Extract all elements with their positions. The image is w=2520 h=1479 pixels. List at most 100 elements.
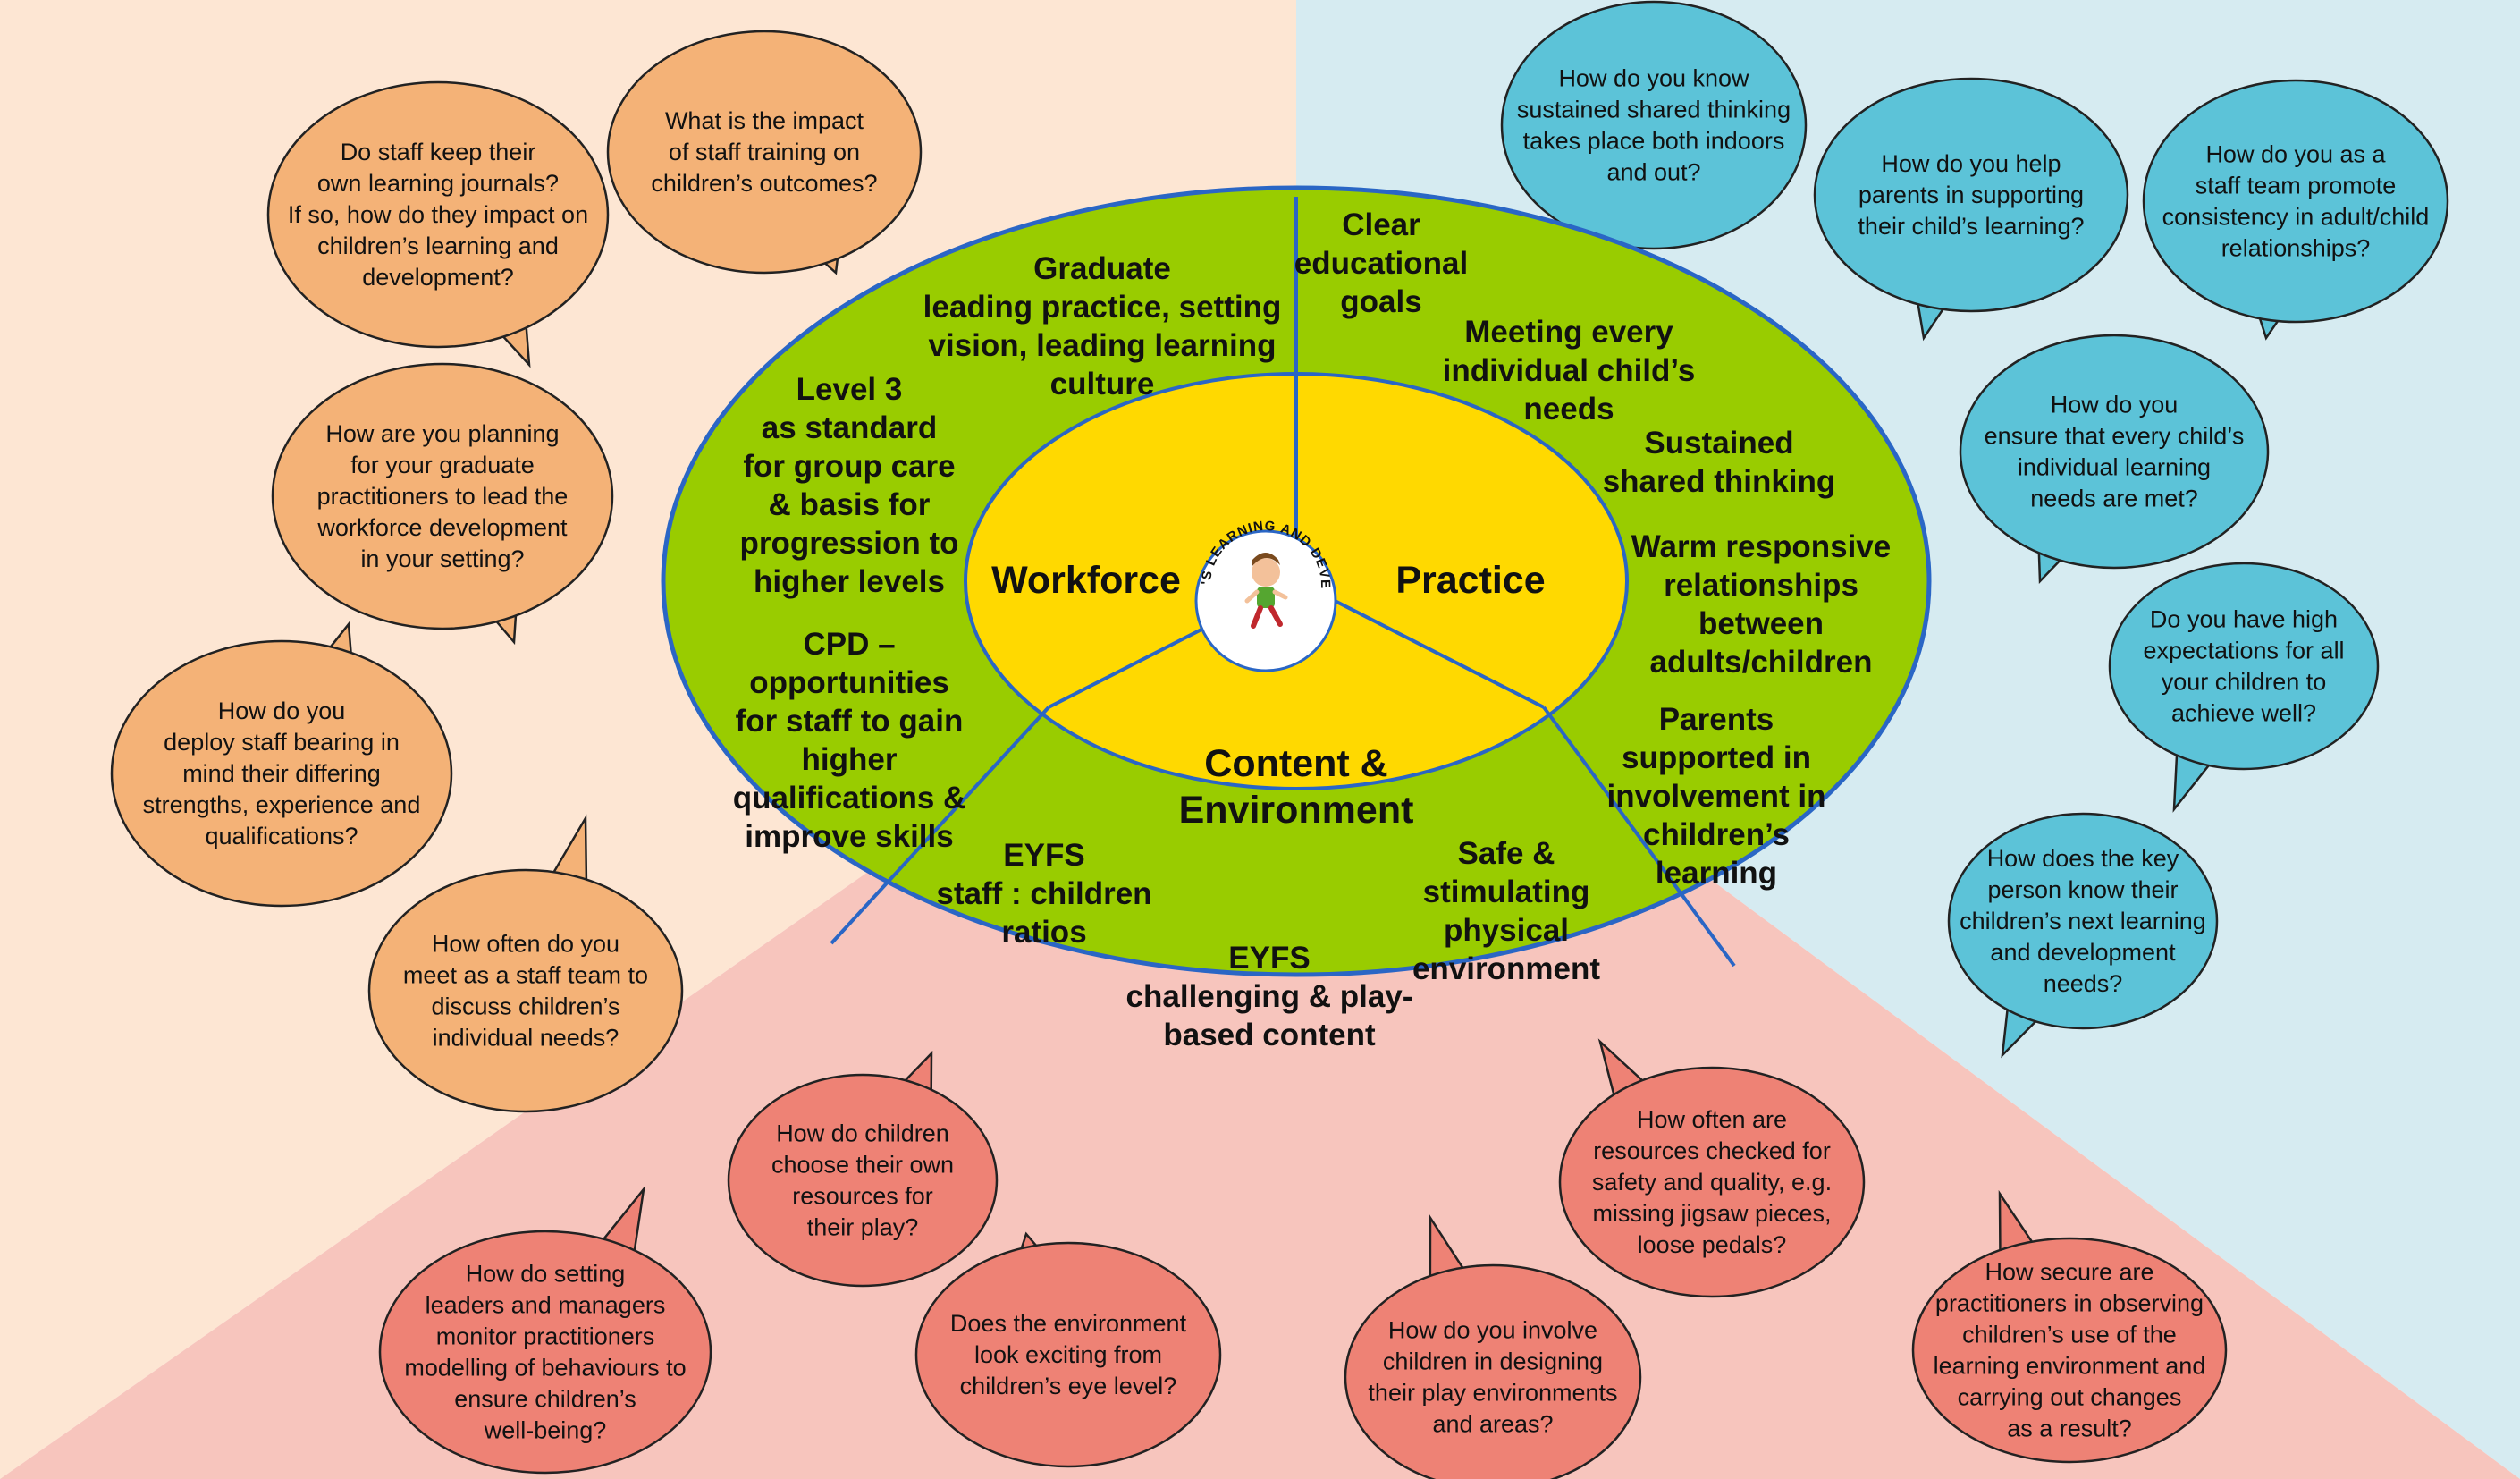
bubble-question-line: How do you: [218, 697, 346, 724]
ring-label-line: goals: [1340, 284, 1421, 319]
bubble-question-line: expectations for all: [2143, 638, 2344, 664]
ring-label-line: based content: [1163, 1018, 1376, 1052]
bubble-fill: [730, 1077, 995, 1284]
ring-label-line: EYFS: [1228, 941, 1310, 976]
hub-content-label-line2: Environment: [1179, 789, 1414, 832]
ring-label-line: as standard: [762, 410, 937, 445]
ring-label-line: physical: [1444, 913, 1569, 948]
bubble-question-line: How do you as a: [2205, 141, 2386, 168]
bubble-question-line: How do you know: [1558, 65, 1749, 92]
ring-label-line: Meeting every: [1464, 315, 1673, 350]
ring-label-line: ratios: [1001, 915, 1086, 950]
bubble-question-line: leaders and managers: [426, 1292, 666, 1319]
bubble-question-line: and out?: [1606, 159, 1700, 186]
bubble-fill: [270, 84, 606, 345]
bubble-question-line: children’s outcomes?: [651, 170, 877, 197]
ring-label-line: Sustained: [1644, 426, 1793, 461]
bubble-question-line: children’s next learning: [1960, 908, 2206, 934]
bubble-question-line: achieve well?: [2171, 700, 2316, 727]
bubble-question-line: Does the environment: [950, 1310, 1187, 1337]
hub-labels: Workforce Practice Content & Environment: [991, 559, 1546, 832]
ring-label-line: culture: [1050, 367, 1155, 401]
ring-label-line: challenging & play-: [1126, 979, 1413, 1014]
ring-label-line: supported in: [1622, 740, 1811, 775]
bubble-question-line: children’s eye level?: [960, 1373, 1177, 1399]
ring-label-line: adults/children: [1650, 645, 1873, 680]
hub-practice-label: Practice: [1395, 559, 1545, 602]
bubble-fill: [1504, 4, 1804, 247]
ring-label-line: learning: [1656, 856, 1777, 891]
bubble-question-line: children in designing: [1383, 1348, 1603, 1375]
bubble-question-line: mind their differing: [182, 760, 381, 787]
bubble-question-line: carrying out changes: [1958, 1384, 2182, 1411]
child-figure-icon: [1244, 553, 1288, 629]
bubble-question-line: well-being?: [484, 1417, 607, 1444]
bubble-question-line: What is the impact: [665, 107, 864, 134]
ring-label-line: opportunities: [749, 665, 949, 700]
bubble-question-line: How do you involve: [1388, 1317, 1597, 1344]
ring-label-line: progression to: [739, 526, 958, 561]
bubble-question-line: of staff training on: [669, 139, 860, 165]
ring-label-line: environment: [1412, 951, 1600, 986]
bubble-question-line: consistency in adult/child: [2162, 204, 2430, 231]
ring-label-line: involvement in: [1606, 779, 1825, 814]
bubble-question-line: qualifications?: [205, 823, 358, 849]
bubble-question-line: How does the key: [1987, 845, 2179, 872]
bubble-question-line: missing jigsaw pieces,: [1592, 1200, 1831, 1227]
bubble-question-line: children’s learning and: [317, 232, 559, 259]
bubble-fill: [610, 33, 919, 271]
bubble-question-line: parents in supporting: [1858, 182, 2084, 208]
bubble-question-line: practitioners in observing: [1935, 1290, 2204, 1317]
bubble-question-line: loose pedals?: [1638, 1231, 1787, 1258]
bubble-question-line: needs?: [2044, 970, 2123, 997]
bubble-question-line: How secure are: [1985, 1259, 2153, 1286]
ring-label-line: for group care: [743, 449, 955, 484]
bubble-question-line: person know their: [1987, 876, 2178, 903]
ring-label-line: Graduate: [1033, 251, 1171, 286]
ring-label-line: stimulating: [1423, 875, 1590, 909]
bubble-question-line: for your graduate: [350, 452, 535, 478]
bubble-question-line: How do children: [776, 1120, 949, 1147]
ring-label-line: children’s: [1643, 817, 1790, 852]
bubble-question-line: and areas?: [1432, 1411, 1553, 1438]
bubble-fill: [2111, 565, 2376, 767]
ring-label-line: Parents: [1659, 702, 1774, 737]
hub-content-label-line1: Content &: [1204, 742, 1387, 785]
bubble-question-line: their play?: [807, 1214, 919, 1241]
bubble-question-line: learning environment and: [1934, 1353, 2206, 1380]
bubble-question-line: choose their own: [771, 1152, 954, 1179]
bubble-fill: [1915, 1240, 2224, 1460]
ring-label-line: improve skills: [745, 819, 953, 854]
ring-label-line: & basis for: [769, 487, 931, 522]
ring-label-line: needs: [1523, 392, 1614, 427]
ring-label-line: Warm responsive: [1631, 529, 1891, 564]
bubble-question-line: How do setting: [466, 1261, 626, 1288]
bubble-question-line: How often do you: [432, 931, 619, 958]
bubble-question-line: staff team promote: [2196, 173, 2397, 199]
blue-question-bubble: How do you as a staff team promote consist…: [2142, 79, 2449, 341]
bubble-fill: [114, 643, 450, 904]
red-question-bubble: How secure are practitioners in observing…: [1911, 1189, 2228, 1464]
orange-question-bubble: What is the impact of staff training on ch…: [606, 30, 923, 275]
bubble-fill: [1816, 80, 2126, 309]
bubble-question-line: individual needs?: [433, 1025, 619, 1052]
bubble-question-line: How do you: [2051, 392, 2179, 418]
bubble-fill: [918, 1245, 1218, 1465]
bubble-fill: [382, 1233, 709, 1471]
bubble-question-line: takes place both indoors: [1523, 128, 1785, 155]
bubble-question-line: modelling of behaviours to: [404, 1355, 686, 1382]
bubble-question-line: practitioners to lead the: [317, 483, 569, 510]
ring-label-line: between: [1698, 606, 1824, 641]
bubble-question-line: ensure that every child’s: [1985, 423, 2245, 450]
bubble-question-line: safety and quality, e.g.: [1592, 1169, 1832, 1196]
ring-label-line: Clear: [1342, 207, 1420, 242]
blue-question-bubble: How does the key person know their childre…: [1947, 812, 2219, 1059]
